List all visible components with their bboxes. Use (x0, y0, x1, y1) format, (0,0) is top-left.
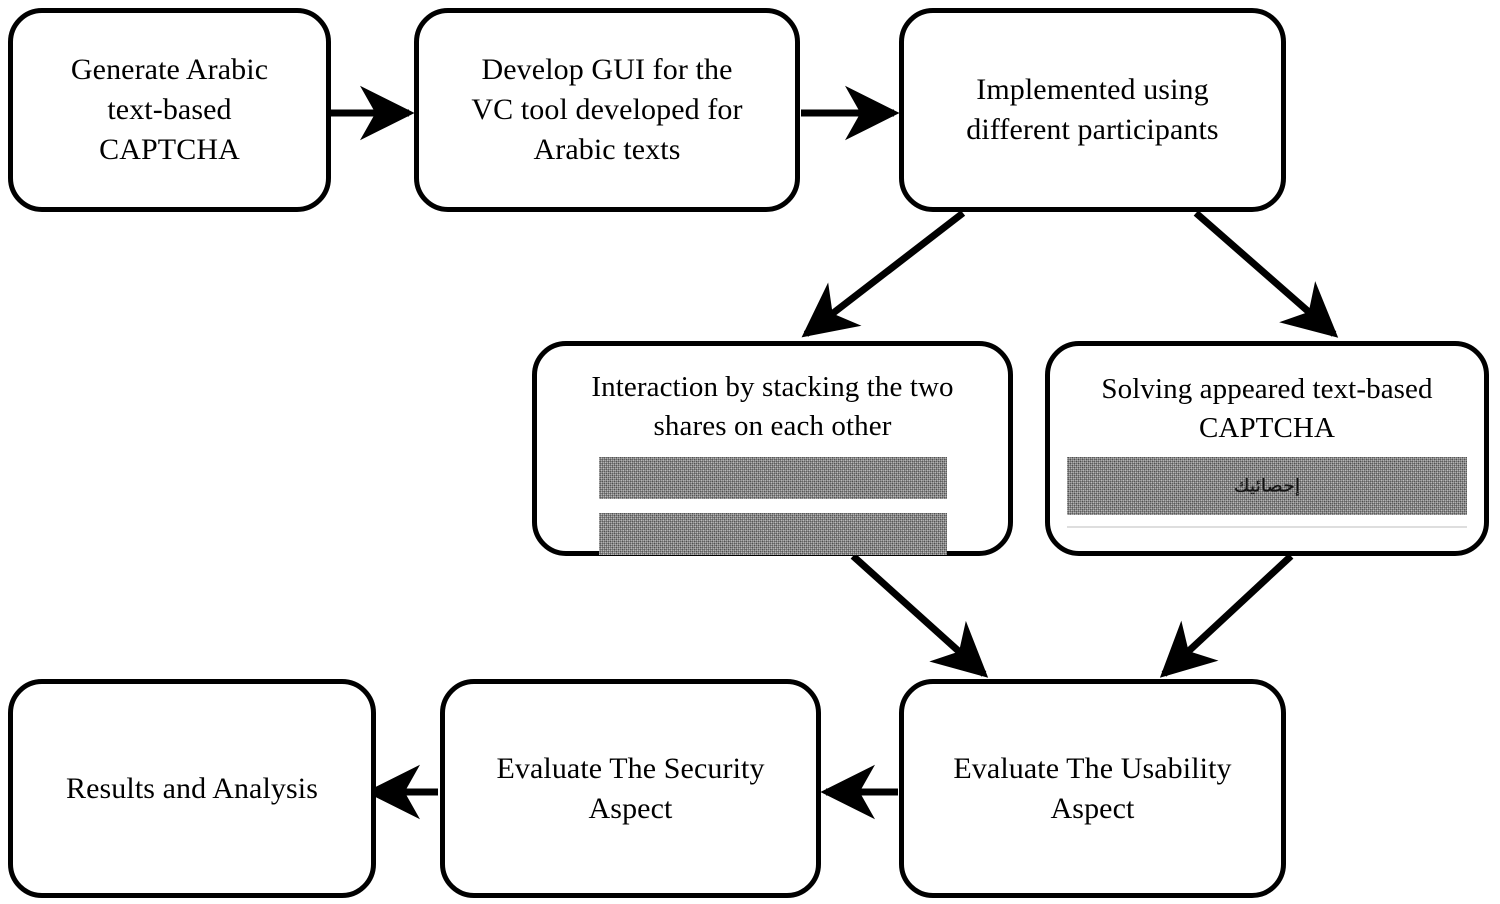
node-generate-captcha-label: Generate Arabic text-based CAPTCHA (70, 53, 269, 166)
node-solving-captcha[interactable]: Solving appeared text-based CAPTCHA إحصا… (1045, 341, 1489, 556)
node-implemented-participants[interactable]: Implemented using different participants (899, 8, 1286, 212)
node-evaluate-usability[interactable]: Evaluate The Usability Aspect (899, 679, 1286, 898)
node-results-analysis-label: Results and Analysis (65, 771, 318, 805)
share-bar-bottom (598, 513, 947, 556)
captcha-image: إحصائيك (1067, 457, 1467, 516)
node-implemented-participants-label: Implemented using different participants (966, 73, 1219, 146)
edge-interaction-to-usability (850, 553, 989, 678)
edge-solving-to-usability (1159, 553, 1294, 678)
edge-implemented-to-interaction (801, 210, 966, 338)
node-develop-gui-label: Develop GUI for the VC tool developed fo… (471, 53, 743, 166)
node-develop-gui[interactable]: Develop GUI for the VC tool developed fo… (414, 8, 800, 212)
captcha-divider-rule (1067, 526, 1467, 529)
node-interaction-stacking[interactable]: Interaction by stacking the two shares o… (532, 341, 1013, 556)
stacked-shares-media (537, 445, 1008, 556)
node-interaction-stacking-label: Interaction by stacking the two shares o… (591, 371, 954, 442)
captcha-arabic-text: إحصائيك (1233, 476, 1301, 497)
node-evaluate-security-label: Evaluate The Security Aspect (496, 751, 765, 825)
node-results-analysis[interactable]: Results and Analysis (8, 679, 376, 898)
node-evaluate-security[interactable]: Evaluate The Security Aspect (440, 679, 821, 898)
solved-captcha-media: إحصائيك (1050, 447, 1484, 529)
node-solving-captcha-label: Solving appeared text-based CAPTCHA (1101, 373, 1433, 444)
node-generate-captcha[interactable]: Generate Arabic text-based CAPTCHA (8, 8, 331, 212)
edge-implemented-to-solving (1193, 210, 1339, 338)
share-bar-top (598, 457, 947, 500)
node-evaluate-usability-label: Evaluate The Usability Aspect (953, 751, 1232, 825)
